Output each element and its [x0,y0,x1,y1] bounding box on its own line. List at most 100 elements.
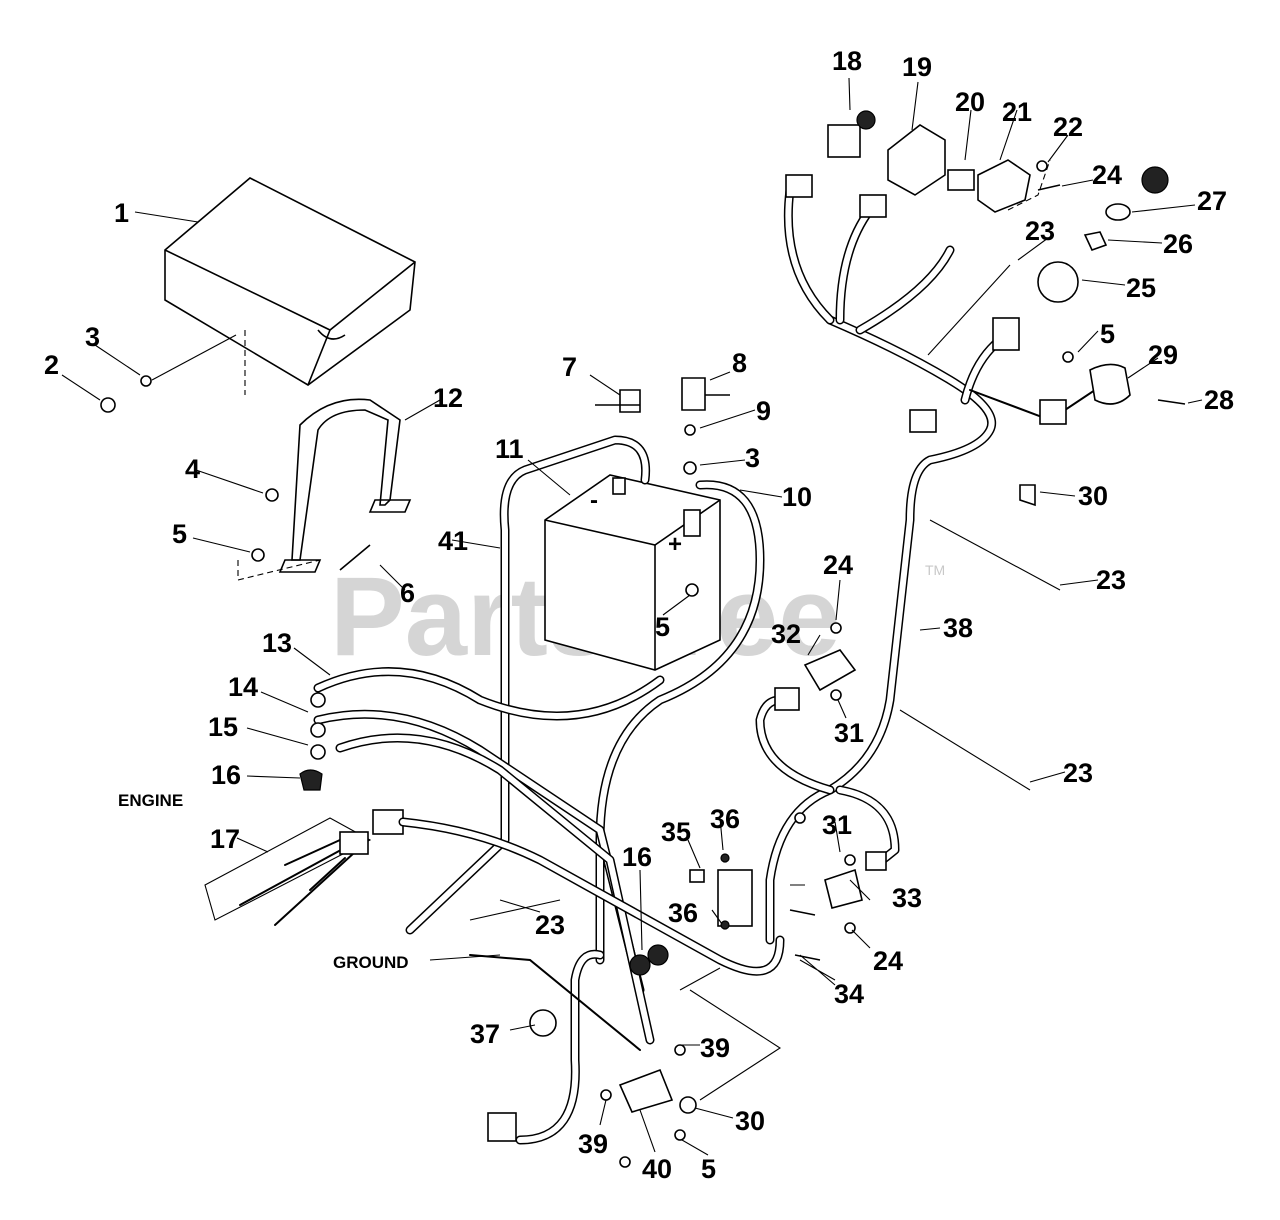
fuse-holder [717,869,753,927]
callout-23-bottom: 23 [535,910,565,940]
callout-41: 41 [438,526,468,556]
nut-5a [251,548,265,562]
key-switch-25 [1037,261,1079,303]
callout-25: 25 [1126,273,1156,303]
screw-6 [339,544,371,571]
callout-14: 14 [228,672,258,702]
callout-2: 2 [44,350,59,380]
engine-harness-panel [204,817,372,921]
callout-36-top: 36 [710,804,740,834]
callout-5-right: 5 [1100,319,1115,349]
callout-24-top: 24 [1092,160,1122,190]
callout-8: 8 [732,348,747,378]
battery-minus-sign: - [590,487,598,514]
callout-10: 10 [782,482,812,512]
callout-35: 35 [661,817,691,847]
terminal-cover-7 [619,389,641,413]
callout-7: 7 [562,352,577,382]
callout-31-mid: 31 [834,718,864,748]
callout-11: 11 [495,434,524,464]
callout-29: 29 [1148,340,1178,370]
callout-3: 3 [85,322,100,352]
switch-32 [803,649,857,692]
harness-branch-21 [855,245,955,335]
callout-24-mid: 24 [823,550,853,580]
fuse-35 [689,869,705,883]
switch-33 [824,868,863,909]
plug-27 [1141,166,1169,194]
knob-2 [100,397,116,413]
callout-9: 9 [756,396,771,426]
callout-3-battery: 3 [745,443,760,473]
callout-22: 22 [1053,112,1083,142]
callout-37: 37 [470,1019,500,1049]
callout-1: 1 [114,198,129,228]
tie-23c [469,899,561,921]
callout-26: 26 [1163,229,1193,259]
battery-cover [164,177,416,395]
callout-21: 21 [1002,97,1032,127]
callout-39-right: 39 [700,1033,730,1063]
switch-20 [947,169,975,191]
terminal-cover-8 [681,377,706,411]
callout-23-mid: 23 [1096,565,1126,595]
callout-40: 40 [642,1154,672,1184]
callout-20: 20 [955,87,985,117]
washer-4 [265,488,279,502]
connector-bottom [487,1112,517,1142]
switch-29 [1089,363,1131,405]
screws-34 [789,909,821,961]
bolt-9 [684,424,696,436]
harness-bottom [515,949,605,1145]
clamp-30b [679,1096,697,1114]
washer-3b [683,461,697,475]
callout-6: 6 [400,578,415,608]
callout-31-lower: 31 [822,810,852,840]
callout-24-lower: 24 [873,946,903,976]
callout-34: 34 [834,979,864,1009]
hold-down-bracket [237,398,412,581]
boot-16 [299,769,323,791]
callout-16: 16 [211,760,241,790]
callout-13: 13 [262,628,292,658]
nut-27 [1105,203,1131,221]
callout-4: 4 [185,454,200,484]
nut-5b [685,583,699,597]
callout-28: 28 [1204,385,1234,415]
callout-36-bottom: 36 [668,898,698,928]
callout-32: 32 [771,619,801,649]
callout-12: 12 [433,383,463,413]
callout-23-right: 23 [1063,758,1093,788]
callout-38: 38 [943,613,973,643]
washer-3 [140,375,152,387]
tie-23d [899,709,1031,791]
callout-5-battery: 5 [655,612,670,642]
battery-plus-sign: + [668,531,682,558]
callout-19: 19 [902,52,932,82]
nut-26 [1083,231,1108,251]
clamp-30a [1019,484,1036,507]
grommet-37 [529,1009,557,1037]
callout-16-lower: 16 [622,842,652,872]
leader-line [151,334,237,381]
callout-27: 27 [1197,186,1227,216]
battery: - + [544,474,721,671]
callout-5-bottom: 5 [701,1154,716,1184]
switch-18 [827,124,861,158]
callout-17: 17 [210,824,240,854]
relay-19 [887,124,946,196]
callout-18: 18 [832,46,862,76]
callout-5: 5 [172,519,187,549]
ground-label: GROUND [333,953,409,972]
callout-33: 33 [892,883,922,913]
solenoid [618,1068,674,1113]
watermark-tm: TM [925,562,945,578]
switch-21 [977,159,1031,213]
callout-23-top: 23 [1025,216,1055,246]
callout-15: 15 [208,712,238,742]
engine-label: ENGINE [118,791,183,810]
callout-39-left: 39 [578,1129,608,1159]
tie-23b [929,519,1061,591]
